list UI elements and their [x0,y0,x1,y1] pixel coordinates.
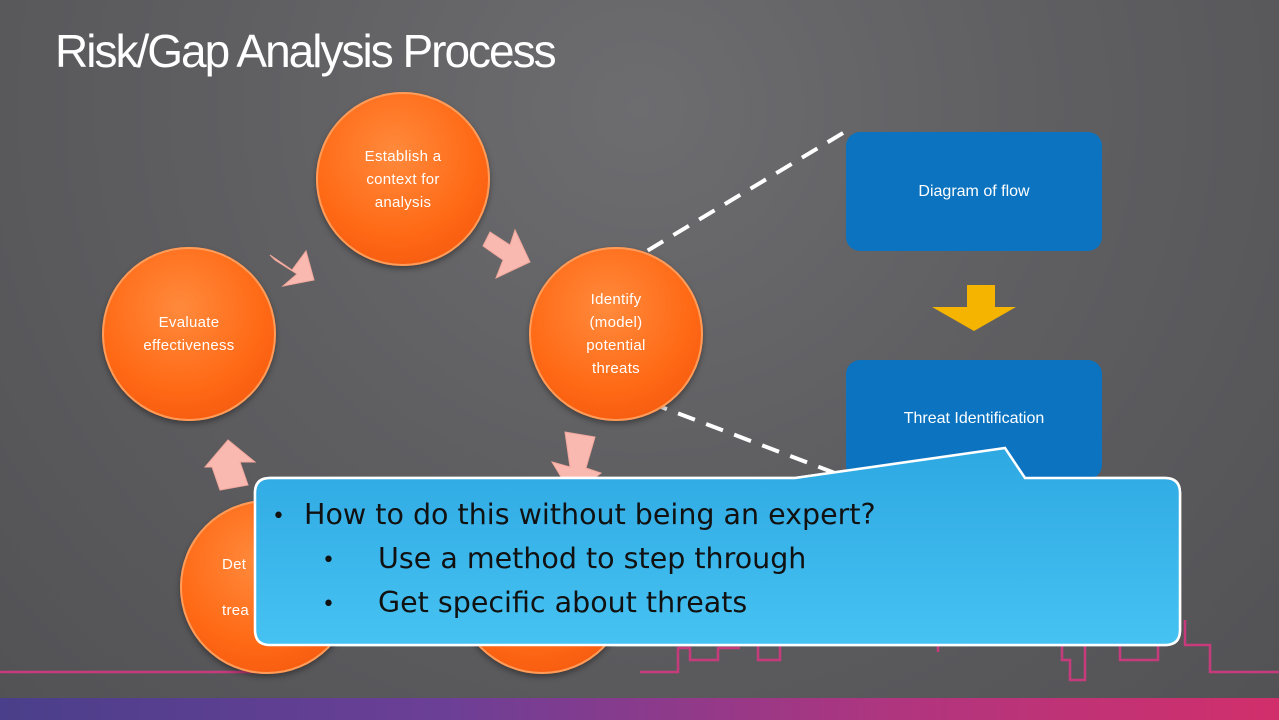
node-establish-context: Establish a context for analysis [316,92,490,266]
node-label-line [222,576,249,599]
bottom-gradient-bar [0,698,1279,720]
callout-line-3-text: Get specific about threats [378,586,748,619]
node-label-line: Establish a [364,147,442,165]
node-label-line: trea [222,601,250,619]
arrow-evaluate-to-establish [269,249,315,287]
bullet-icon: • [272,503,285,529]
node-label-line: potential [586,337,646,354]
box-label: Diagram of flow [918,182,1030,200]
callout-line-1-text: How to do this without being an expert? [304,498,876,531]
arrow-determine-to-evaluate [203,439,257,491]
node-label-line: threats [592,360,640,377]
box-threat-identification: Threat Identification [846,360,1102,479]
node-label-line: Evaluate [158,314,220,331]
arrow-establish-to-identify [482,228,531,279]
box-label: Threat Identification [903,410,1045,427]
callout-line-2: • Use a method to step through [322,542,806,575]
callout-line-1: • How to do this without being an expert… [272,498,876,531]
node-label-line: Identify [590,291,642,308]
callout-line-3: • Get specific about threats [322,586,747,619]
node-label-line: effectiveness [143,337,235,354]
skyline-outline [0,620,1279,682]
node-label-line: (model) [589,314,643,331]
node-label-line: context for [366,170,440,188]
bullet-icon: • [322,591,335,617]
callout-line-2-text: Use a method to step through [378,542,807,575]
node-evaluate-effectiveness: Evaluate effectiveness [102,247,276,421]
bullet-icon: • [322,547,335,573]
slide-title: Risk/Gap Analysis Process [55,25,557,77]
node-identify-threats: Identify (model) potential threats [529,247,703,421]
down-arrow [932,285,1016,331]
node-label-line: Det [222,555,247,573]
node-label-line: analysis [374,193,432,211]
box-diagram-of-flow: Diagram of flow [846,132,1102,251]
